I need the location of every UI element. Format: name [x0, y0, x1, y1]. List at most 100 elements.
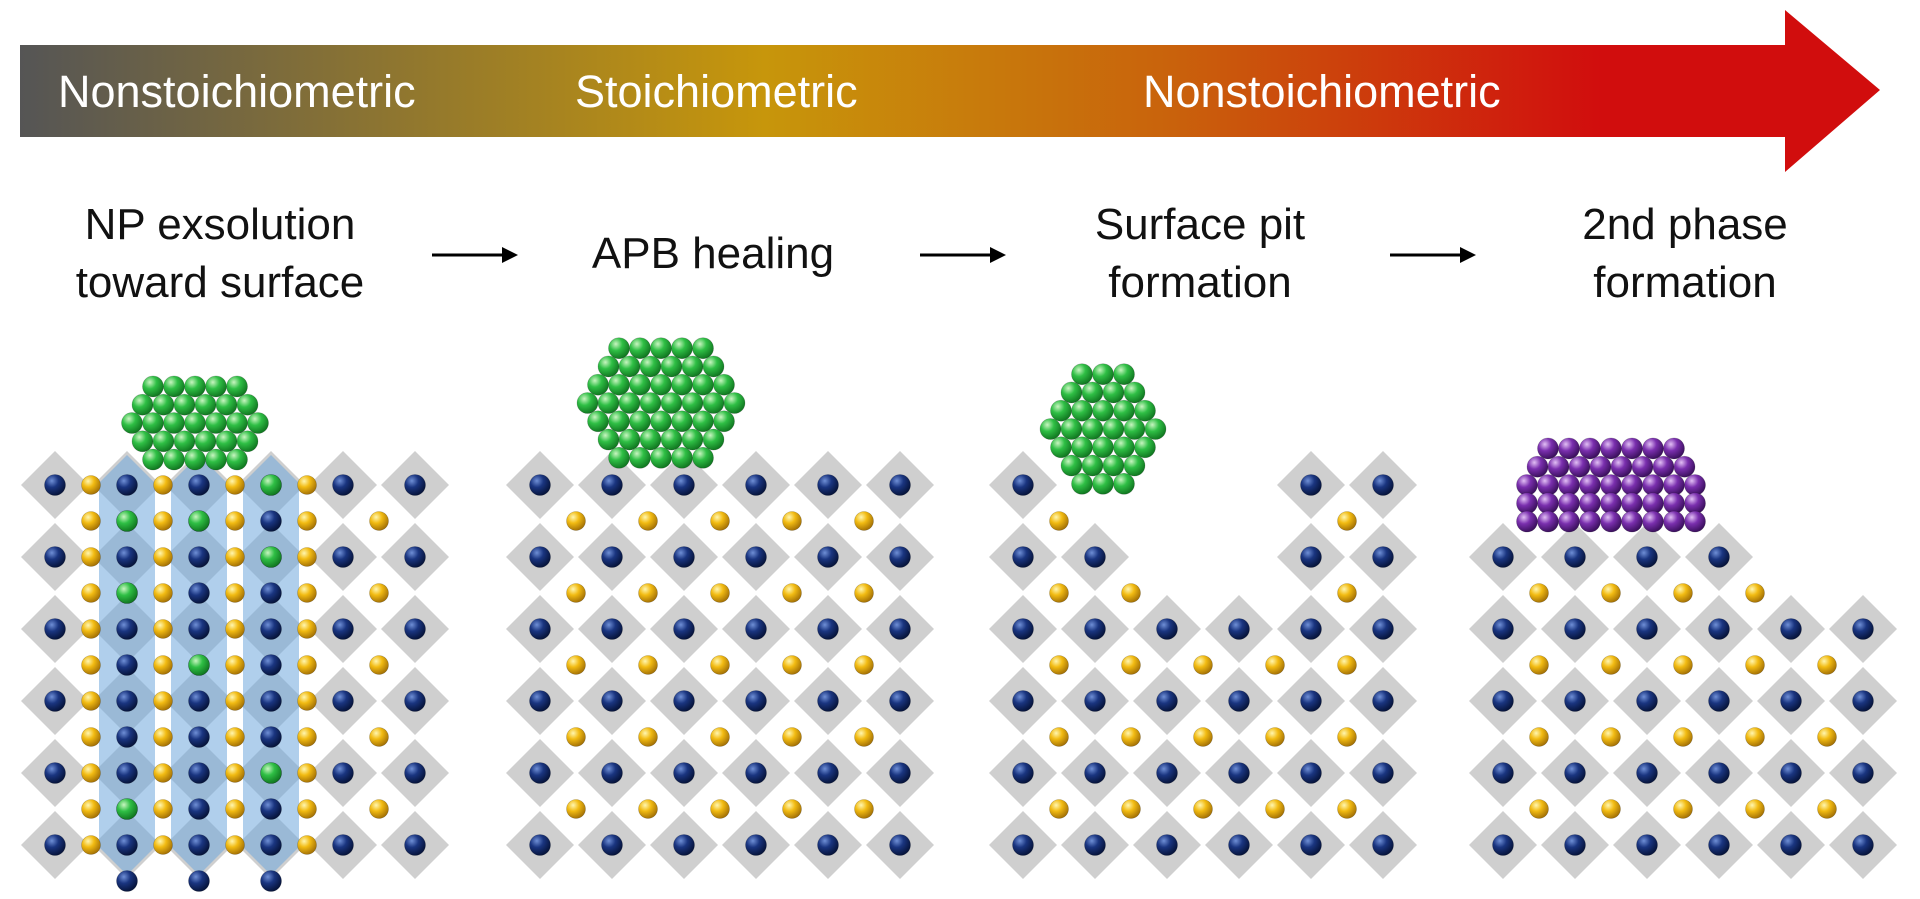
b-site-atom: [1012, 546, 1034, 568]
b-site-atom: [1780, 834, 1802, 856]
b-site-atom: [529, 762, 551, 784]
b-site-atom: [260, 726, 282, 748]
a-site-atom: [1049, 655, 1069, 675]
exsolved-metal-atom: [116, 798, 138, 820]
b-site-atom: [188, 582, 210, 604]
a-site-atom: [81, 691, 101, 711]
b-site-atom: [1372, 546, 1394, 568]
second-phase-atom: [1684, 492, 1706, 515]
a-site-atom: [566, 799, 586, 819]
b-site-atom: [817, 546, 839, 568]
a-site-atom: [153, 655, 173, 675]
b-site-atom: [188, 762, 210, 784]
b-site-atom: [44, 618, 66, 640]
a-site-atom: [297, 799, 317, 819]
exsolved-metal-atom: [1123, 454, 1146, 477]
a-site-atom: [638, 727, 658, 747]
b-site-atom: [260, 870, 282, 892]
b-site-atom: [1372, 690, 1394, 712]
second-phase-atom: [1631, 455, 1654, 478]
a-site-atom: [854, 583, 874, 603]
b-site-atom: [1852, 834, 1874, 856]
b-site-atom: [260, 834, 282, 856]
b-site-atom: [116, 690, 138, 712]
b-site-atom: [1564, 762, 1586, 784]
a-site-atom: [1049, 799, 1069, 819]
second-phase-atom: [1663, 474, 1685, 496]
b-site-atom: [260, 654, 282, 676]
exsolved-metal-atom: [1039, 418, 1062, 440]
a-site-atom: [153, 511, 173, 531]
a-site-atom: [81, 583, 101, 603]
a-site-atom: [710, 583, 730, 603]
b-site-atom: [116, 474, 138, 496]
b-site-atom: [1084, 834, 1106, 856]
a-site-atom: [225, 835, 245, 855]
b-site-atom: [889, 690, 911, 712]
b-site-atom: [116, 762, 138, 784]
second-phase-atom: [1610, 455, 1633, 478]
b-site-atom: [1228, 762, 1250, 784]
exsolved-metal-atom: [692, 337, 714, 359]
exsolved-metal-atom: [247, 412, 269, 434]
exsolved-metal-atom: [576, 392, 599, 414]
exsolved-metal-atom: [587, 373, 609, 396]
step-title-second-phase: 2nd phase formation: [1475, 196, 1895, 312]
b-site-atom: [332, 834, 354, 856]
a-site-atom: [297, 511, 317, 531]
second-phase-atom: [1516, 510, 1538, 533]
banner-label-nonstoichiometric-left: Nonstoichiometric: [58, 66, 416, 117]
second-phase-atom: [1642, 510, 1664, 533]
a-site-atom: [225, 547, 245, 567]
step-title-apb-healing: APB healing: [503, 225, 923, 283]
b-site-atom: [1012, 618, 1034, 640]
exsolved-metal-atom: [681, 355, 704, 378]
b-site-atom: [188, 546, 210, 568]
a-site-atom: [1337, 727, 1357, 747]
b-site-atom: [745, 474, 767, 496]
right-arrow-icon: [432, 247, 518, 263]
exsolved-metal-atom: [1071, 399, 1093, 422]
exsolved-metal-atom: [184, 448, 206, 471]
b-site-atom: [332, 762, 354, 784]
a-site-atom: [369, 583, 389, 603]
b-site-atom: [601, 546, 623, 568]
a-site-atom: [81, 619, 101, 639]
b-site-atom: [1228, 834, 1250, 856]
b-site-atom: [1708, 690, 1730, 712]
a-site-atom: [153, 835, 173, 855]
exsolved-metal-atom: [1102, 454, 1125, 477]
b-site-atom: [745, 618, 767, 640]
a-site-atom: [153, 763, 173, 783]
a-site-atom: [225, 763, 245, 783]
a-site-atom: [1121, 727, 1141, 747]
a-site-atom: [81, 511, 101, 531]
exsolved-metal-atom: [194, 430, 217, 453]
second-phase-atom: [1537, 474, 1559, 496]
exsolved-metal-atom: [1113, 399, 1135, 422]
b-site-atom: [673, 546, 695, 568]
a-site-atom: [1601, 583, 1621, 603]
second-phase-atom: [1589, 455, 1612, 478]
a-site-atom: [81, 835, 101, 855]
exsolved-metal-atom: [205, 412, 227, 434]
second-phase-atom: [1537, 492, 1559, 515]
exsolved-metal-atom: [650, 337, 672, 359]
exsolved-metal-atom: [205, 375, 227, 398]
b-site-atom: [529, 690, 551, 712]
second-phase-atom: [1621, 474, 1643, 496]
exsolved-metal-atom: [671, 410, 693, 433]
a-site-atom: [297, 763, 317, 783]
a-site-atom: [1673, 799, 1693, 819]
a-site-atom: [1265, 799, 1285, 819]
second-phase-atom: [1537, 437, 1559, 460]
exsolved-metal-atom: [629, 410, 651, 433]
b-site-atom: [817, 618, 839, 640]
second-phase-atom: [1663, 437, 1685, 460]
a-site-atom: [710, 727, 730, 747]
exsolved-metal-atom: [608, 337, 630, 359]
exsolved-metal-atom: [692, 410, 714, 433]
b-site-atom: [260, 690, 282, 712]
b-site-atom: [188, 798, 210, 820]
